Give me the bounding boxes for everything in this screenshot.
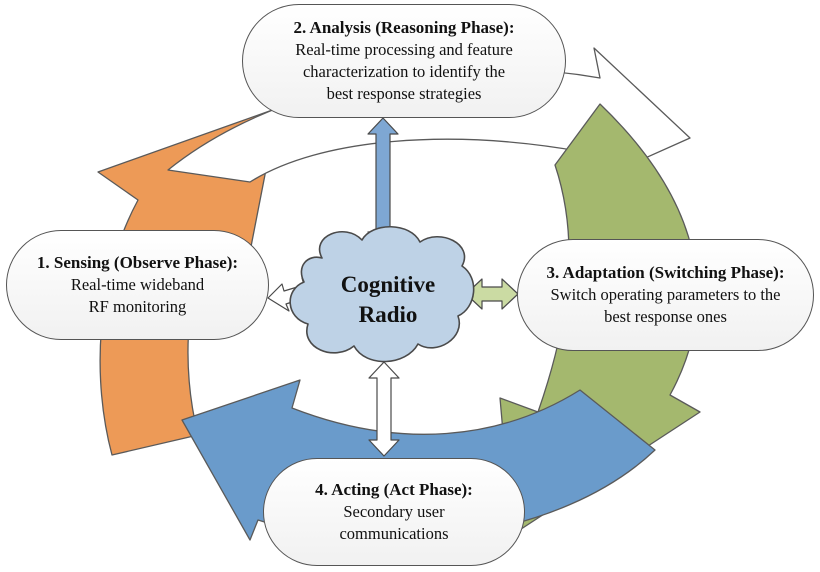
sensing-desc-line: RF monitoring: [88, 297, 187, 316]
center-label-line1: Cognitive: [340, 272, 436, 297]
sensing-desc-line: Real-time wideband: [70, 275, 205, 294]
analysis-phase-description: Real-time processing and feature charact…: [295, 39, 513, 105]
analysis-desc-line: Real-time processing and feature: [295, 40, 513, 59]
analysis-desc-line: best response strategies: [326, 84, 482, 103]
acting-phase-title: 4. Acting (Act Phase):: [315, 480, 473, 499]
cognitive-radio-cloud: [289, 226, 475, 363]
acting-connector-arrow: [368, 361, 400, 457]
adaptation-phase-box: 3. Adaptation (Switching Phase): Switch …: [517, 239, 814, 351]
analysis-desc-line: characterization to identify the: [302, 62, 506, 81]
center-label: Cognitive Radio: [300, 270, 476, 330]
sensing-phase-box: 1. Sensing (Observe Phase): Real-time wi…: [6, 230, 269, 340]
center-label-line2: Radio: [358, 302, 418, 327]
analysis-phase-title: 2. Analysis (Reasoning Phase):: [293, 18, 515, 37]
acting-phase-box: 4. Acting (Act Phase): Secondary user co…: [263, 458, 525, 566]
adaptation-desc-line: best response ones: [604, 307, 727, 326]
analysis-phase-box: 2. Analysis (Reasoning Phase): Real-time…: [242, 4, 566, 118]
adaptation-phase-title: 3. Adaptation (Switching Phase):: [546, 263, 785, 282]
acting-phase-description: Secondary user communications: [339, 501, 448, 545]
acting-desc-line: Secondary user: [343, 502, 445, 521]
adaptation-desc-line: Switch operating parameters to the: [550, 285, 781, 304]
sensing-phase-description: Real-time wideband RF monitoring: [71, 274, 204, 318]
sensing-phase-title: 1. Sensing (Observe Phase):: [36, 253, 239, 272]
acting-desc-line: communications: [339, 524, 449, 543]
adaptation-phase-description: Switch operating parameters to the best …: [550, 284, 780, 328]
